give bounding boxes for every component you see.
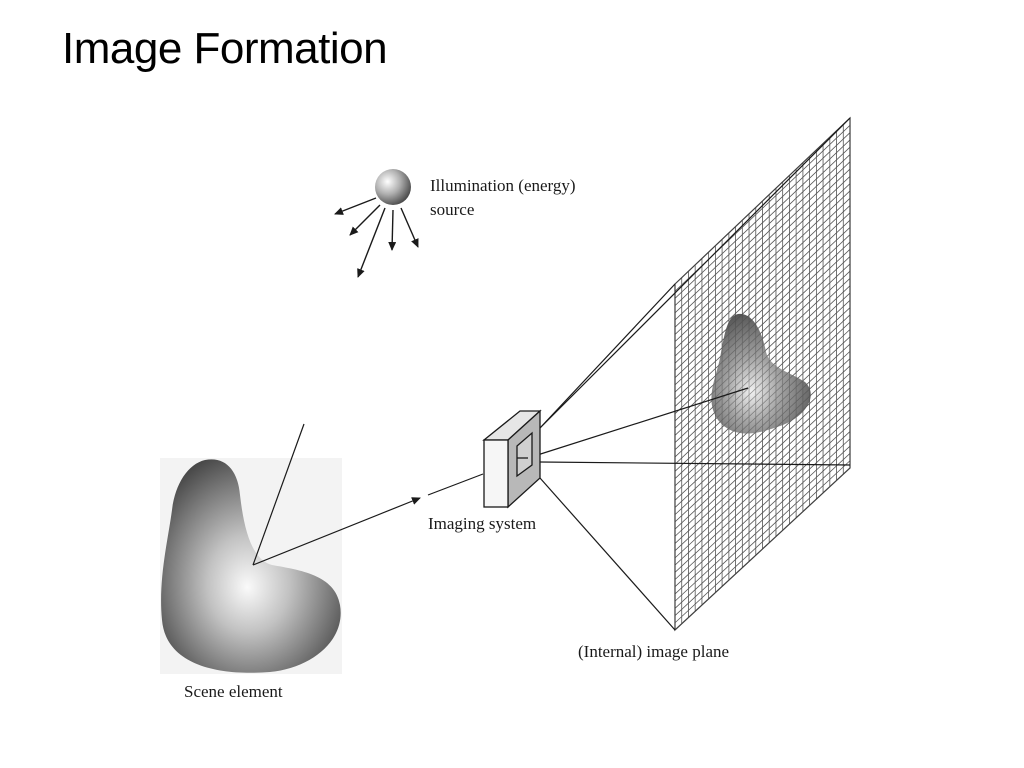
imaging-system-label: Imaging system (428, 514, 536, 533)
grid-line (675, 358, 850, 523)
grid-line (675, 402, 850, 566)
grid-line (675, 154, 850, 321)
scene-element-blob (161, 459, 341, 673)
grid-line (675, 438, 850, 602)
grid-line (675, 227, 850, 393)
illumination-rays (334, 197, 419, 278)
grid-line (675, 372, 850, 537)
grid-line (675, 270, 850, 436)
slide-title: Image Formation (62, 24, 388, 73)
grid-line (675, 234, 850, 400)
image-plane-label: (Internal) image plane (578, 642, 729, 661)
grid-line (675, 132, 850, 299)
grid-line (675, 416, 850, 580)
grid-line (675, 212, 850, 378)
grid-line (675, 139, 850, 306)
grid-line (675, 241, 850, 407)
grid-line (675, 205, 850, 371)
grid-line (675, 190, 850, 357)
grid-line (675, 168, 850, 335)
grid-line (675, 423, 850, 588)
image-plane-grid-overlay (675, 118, 850, 630)
grid-line (675, 307, 850, 472)
grid-line (675, 300, 850, 465)
scene-element-label: Scene element (184, 682, 283, 701)
grid-line (675, 176, 850, 342)
grid-line (675, 394, 850, 559)
grid-line (675, 343, 850, 508)
grid-line (675, 285, 850, 451)
sun-sphere-icon (375, 169, 411, 205)
grid-line (675, 161, 850, 328)
grid-line (675, 460, 850, 624)
grid-line (675, 292, 850, 458)
grid-line (675, 183, 850, 350)
illumination-label-line2: source (430, 200, 474, 219)
grid-line (675, 431, 850, 595)
grid-line (675, 329, 850, 494)
image-plane (674, 116, 851, 632)
grid-line (675, 146, 850, 314)
grid-line (675, 351, 850, 515)
grid-line (675, 278, 850, 443)
grid-line (675, 409, 850, 573)
imaging-system-box (482, 409, 542, 509)
grid-line (675, 256, 850, 422)
grid-line (675, 445, 850, 609)
grid-line (675, 336, 850, 501)
illumination-source (334, 169, 419, 278)
grid-line (675, 197, 850, 364)
illumination-label-line1: Illumination (energy) (430, 176, 576, 195)
grid-line (675, 453, 850, 616)
projection-lines (527, 117, 851, 631)
grid-line (675, 314, 850, 479)
grid-line (675, 263, 850, 429)
scene-element (160, 423, 484, 674)
grid-line (675, 380, 850, 544)
grid-line (675, 365, 850, 530)
grid-line (675, 387, 850, 551)
grid-line (675, 248, 850, 415)
grid-line (675, 219, 850, 386)
grid-line (675, 321, 850, 487)
